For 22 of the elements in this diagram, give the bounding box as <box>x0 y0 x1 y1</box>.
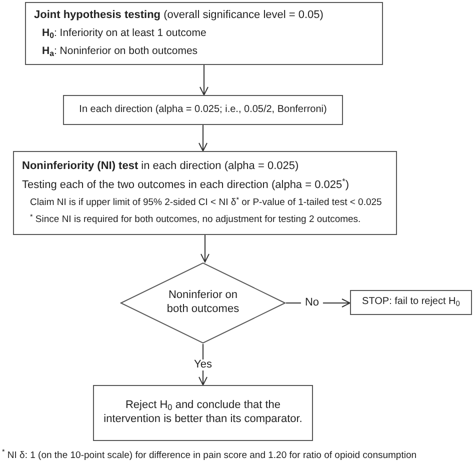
arrow <box>198 124 208 152</box>
node-text: Noninferior on both outcomes <box>166 289 240 317</box>
process-box <box>63 95 343 125</box>
arrow <box>200 234 210 262</box>
node-text: STOP: fail to reject H$_{0}$ <box>361 296 461 309</box>
edge-label: No <box>300 298 324 308</box>
node-text: In each direction (alpha = 0.025; i.e., 0.05/2, Bonferroni) <box>78 104 328 116</box>
decision-diamond <box>120 262 286 344</box>
process-box <box>350 290 472 315</box>
arrow <box>200 64 208 96</box>
node-text: Claim NI is if upper limit of 95% 2-sided CI < NI δ$^{*}$ or P-value of 1-tailed test < 0.025 <box>29 197 383 210</box>
node-text: H$_{a}$: Noninferior on both outcomes <box>41 45 199 58</box>
node-text: H$_{0}$: Inferiority on at least 1 outcome <box>41 27 208 40</box>
node-text: Testing each of the two outcomes in each direction (alpha = 0.025$^{*}$) <box>21 178 350 192</box>
node-text: Reject H$_{0}$ and conclude that the intervention is better than its comparator. <box>102 399 304 427</box>
process-box <box>13 151 397 235</box>
footnote: $^{*}$ NI δ: 1 (on the 10-point scale) for difference in pain score and 1.20 for ratio of opioid consumption <box>2 449 417 463</box>
node-text: Joint hypothesis testing (overall significance level = 0.05) <box>33 8 324 22</box>
process-box <box>25 2 383 65</box>
process-box <box>93 385 313 441</box>
node-text: Noninferiority (NI) test in each direction (alpha = 0.025) <box>21 160 300 174</box>
node-text: $^{*}$ Since NI is required for both outcomes, no adjustment for testing 2 outcomes. <box>29 214 362 226</box>
